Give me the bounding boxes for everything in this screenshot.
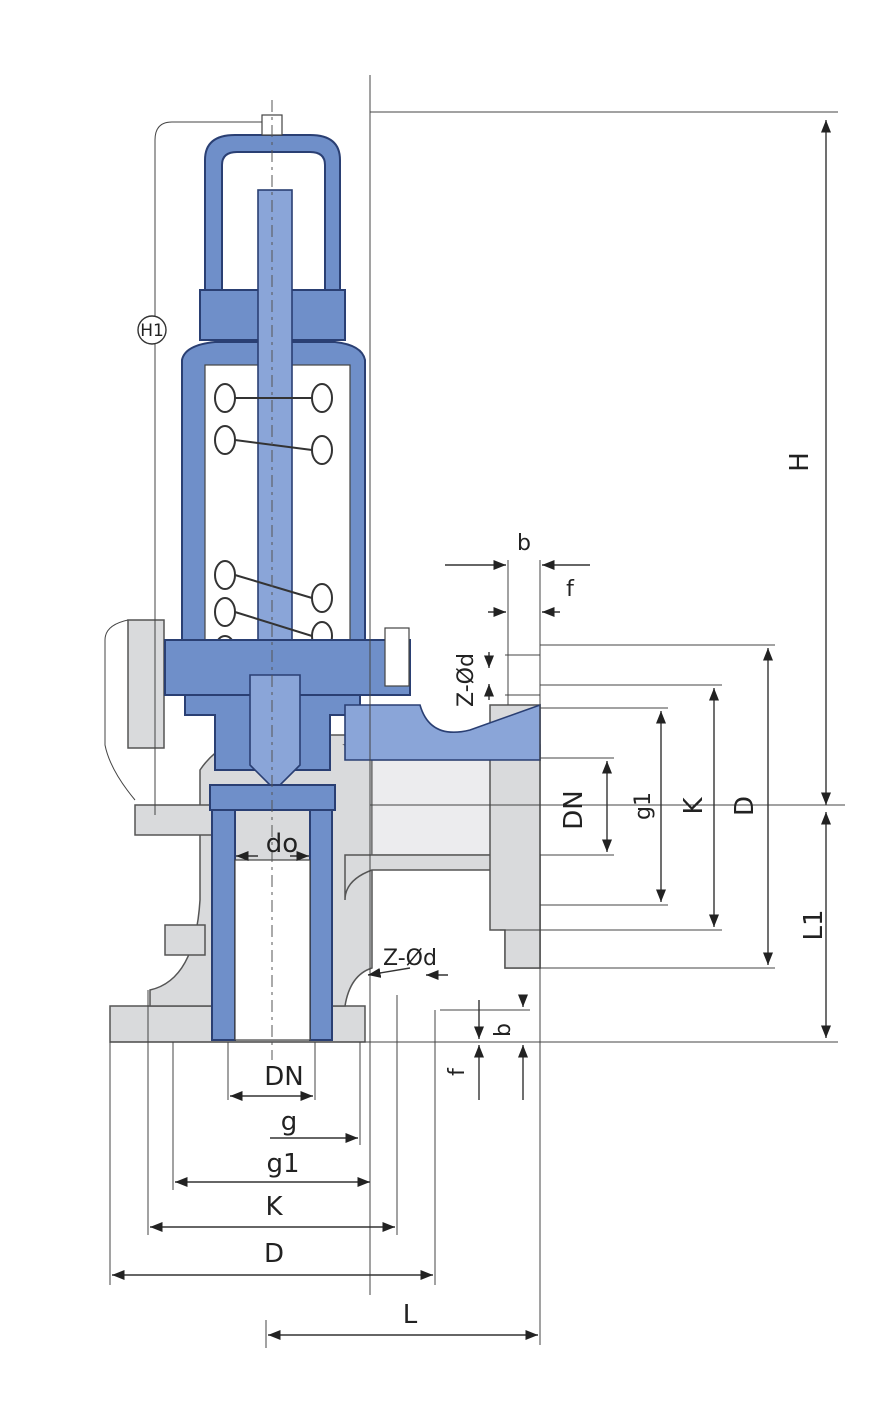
- dim-K-bottom-label: K: [265, 1192, 283, 1222]
- dim-z-d-bottom-label: Z-Ød: [383, 946, 437, 971]
- lever-guard: [104, 619, 136, 801]
- spindle: [257, 189, 293, 691]
- dim-g1-side-label: g1: [631, 792, 656, 820]
- dim-b-bottom-label: b: [491, 1023, 516, 1037]
- dim-K-side-label: K: [679, 797, 709, 815]
- dim-d0-label: do: [266, 829, 298, 859]
- dim-L-label: L: [403, 1300, 418, 1330]
- dim-H-label: H: [785, 452, 815, 472]
- bonnet-stud-right: [384, 627, 410, 687]
- nozzle-right-wall: [309, 809, 333, 1041]
- dim-L1-label: L1: [799, 909, 829, 940]
- height-dimensions: H L1: [785, 120, 832, 1038]
- h1-callout-circle: [137, 315, 167, 345]
- h1-leader: [154, 121, 262, 815]
- dim-f-bottom-label: f: [445, 1067, 470, 1076]
- nozzle-left-wall: [211, 809, 236, 1041]
- bonnet-bolt-left: [127, 619, 165, 749]
- dim-g1-bottom-label: g1: [266, 1149, 299, 1179]
- dim-b-top-label: b: [517, 531, 531, 556]
- seat-diameter-dimension: do: [236, 829, 309, 862]
- valve-internals: [164, 114, 541, 1041]
- dim-z-d-top-label: Z-Ød: [454, 653, 479, 707]
- disc: [249, 674, 301, 792]
- dim-D-bottom-label: D: [264, 1239, 284, 1269]
- inlet-flange-dimensions: DN g g1 K D L Z-Ød b f: [109, 946, 538, 1348]
- dim-DN-side-label: DN: [559, 790, 589, 829]
- body-bolt-left: [164, 924, 206, 956]
- dim-g-bottom-label: g: [281, 1107, 298, 1137]
- h1-callout-label: H1: [140, 321, 164, 341]
- outlet-flange-dimensions: D K g1 DN Z-Ød b f: [445, 531, 775, 969]
- lever-bracket: [134, 804, 216, 836]
- disc-holder: [209, 784, 336, 811]
- dim-f-top-label: f: [566, 577, 575, 602]
- dim-DN-bottom-label: DN: [264, 1062, 303, 1092]
- dim-D-side-label: D: [730, 796, 760, 816]
